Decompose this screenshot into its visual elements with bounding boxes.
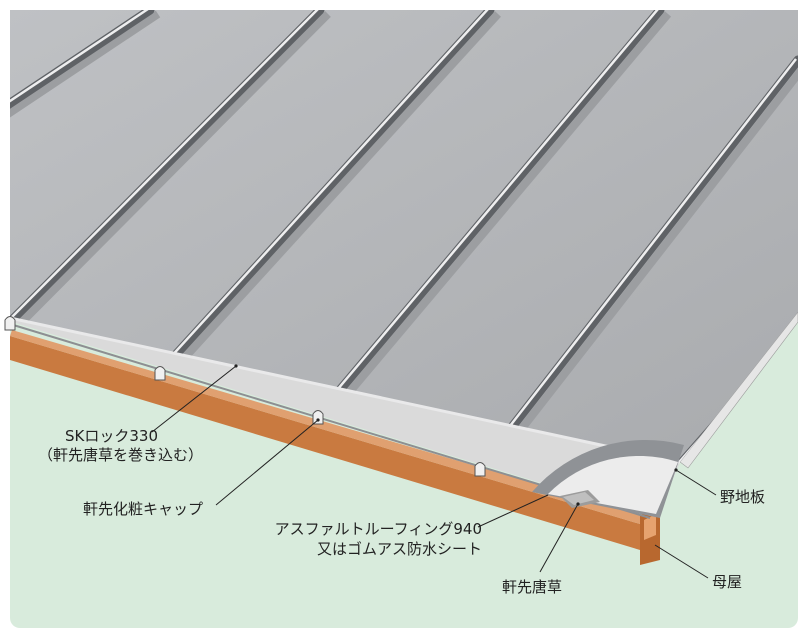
eave-cap xyxy=(312,410,324,425)
eave-board-top xyxy=(10,330,660,527)
rib-highlight xyxy=(157,10,489,372)
leader-purlin xyxy=(654,544,709,579)
sheathing-edge xyxy=(679,311,798,469)
eave-board xyxy=(10,336,650,553)
rib-highlight xyxy=(10,10,319,322)
label-sheathing: 野地板 xyxy=(720,488,766,506)
leader-roofing xyxy=(477,494,549,528)
leader-eave-cap xyxy=(215,419,319,506)
rib-shadow xyxy=(165,11,501,379)
label-roofing-sub: 又はゴムアス防水シート xyxy=(316,540,482,558)
underlay-edge xyxy=(12,316,680,516)
rib-body xyxy=(475,55,798,462)
roof-panels xyxy=(10,10,798,462)
rib-highlight xyxy=(10,10,149,151)
rib-body xyxy=(10,10,325,327)
rib-shadow xyxy=(484,61,798,462)
rib-body xyxy=(10,10,155,155)
rib-body xyxy=(313,10,665,421)
label-eave-cap: 軒先化粧キャップ xyxy=(83,500,204,518)
leader-lines xyxy=(151,365,717,579)
eave-cap xyxy=(154,366,166,381)
leader-dot-sheathing xyxy=(674,468,678,472)
rib-shadow xyxy=(10,10,161,158)
rib-highlight xyxy=(477,58,797,462)
rib-highlight xyxy=(315,10,659,416)
label-sk-lock-sub: （軒先唐草を巻き込む） xyxy=(38,446,204,464)
rib-shadow xyxy=(15,11,331,329)
leader-karakusa xyxy=(539,503,579,573)
leader-dot-sk-lock xyxy=(234,364,238,368)
label-roofing: アスファルトルーフィング940 xyxy=(274,520,482,538)
rib-body xyxy=(155,10,495,377)
label-sk-lock: SKロック330 xyxy=(65,427,158,445)
label-eave-karakusa: 軒先唐草 xyxy=(502,578,563,596)
eave-caps xyxy=(4,316,486,477)
purlin-notch xyxy=(644,514,656,540)
roof-front-lip xyxy=(9,316,681,464)
leader-sheathing xyxy=(675,469,717,496)
eave-cap xyxy=(474,462,486,477)
leader-dot-karakusa xyxy=(576,502,580,506)
rib-shadow xyxy=(322,11,672,423)
leader-dot-eave-cap xyxy=(316,418,320,422)
label-purlin: 母屋 xyxy=(712,573,743,591)
leader-sk-lock xyxy=(151,365,237,433)
eave-cap xyxy=(4,316,16,331)
